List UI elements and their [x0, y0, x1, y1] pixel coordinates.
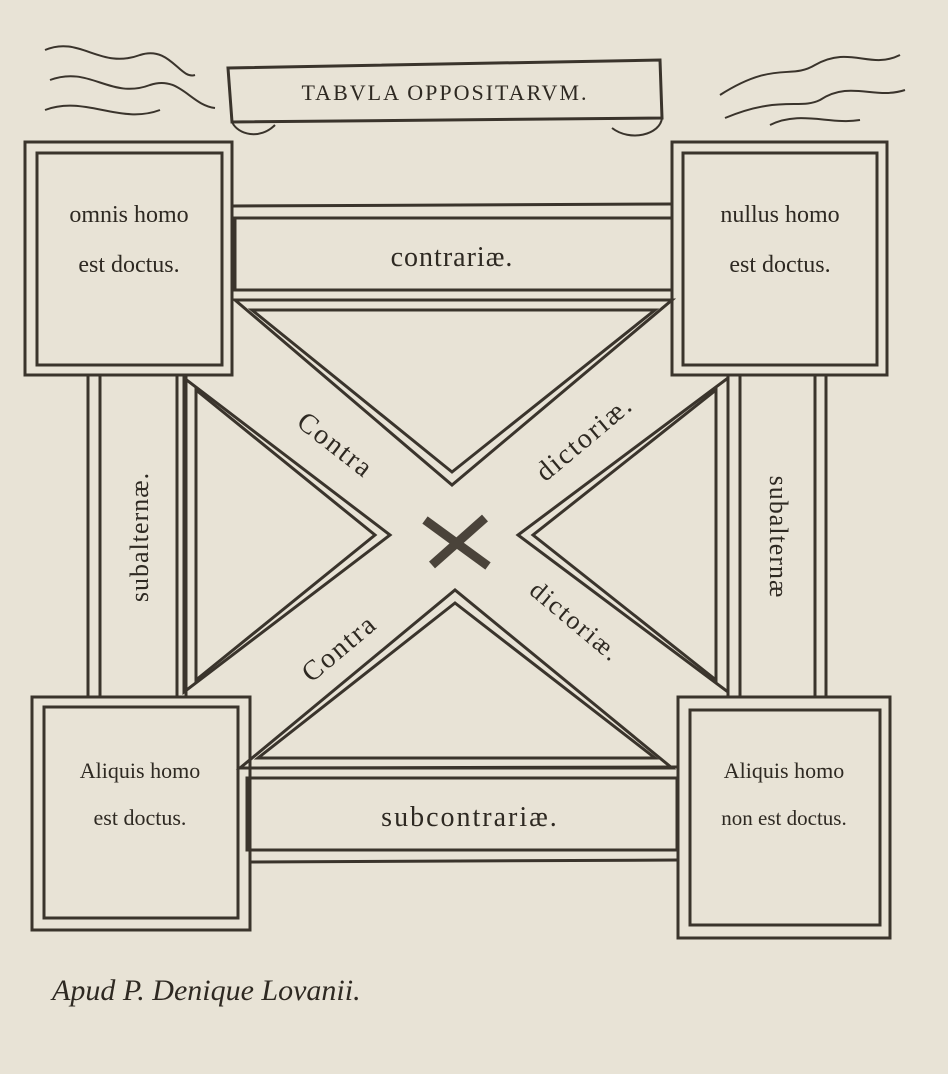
label-subcontrariae: subcontrariæ. — [381, 802, 559, 833]
subaltern-band-left: subalternæ. — [86, 373, 188, 699]
proposition-e-line2: est doctus. — [729, 252, 830, 278]
label-dictoriae-lower: dictoriæ. — [524, 575, 627, 668]
imprint-footer: Apud P. Denique Lovanii. — [50, 974, 361, 1007]
label-subalternae-right: subalternæ — [764, 476, 793, 599]
corner-box-top-left: omnis homo est doctus. — [23, 140, 234, 377]
corner-box-bottom-right: Aliquis homo non est doctus. — [676, 695, 892, 940]
center-cross-icon — [422, 514, 491, 570]
proposition-o-line1: Aliquis homo — [724, 758, 844, 783]
proposition-o-line2: non est doctus. — [721, 806, 846, 830]
label-contrariae: contrariæ. — [391, 242, 514, 273]
contrary-band: contrariæ. — [231, 202, 674, 292]
corner-box-top-right: nullus homo est doctus. — [670, 140, 889, 377]
subaltern-band-right: subalternæ — [726, 373, 828, 699]
label-subalternae-left: subalternæ. — [125, 472, 154, 602]
proposition-a-line1: omnis homo — [69, 202, 188, 228]
proposition-a-line2: est doctus. — [78, 252, 179, 278]
label-contra-upper: Contra — [291, 406, 380, 485]
proposition-e-line1: nullus homo — [720, 202, 839, 228]
title-banner: TABVLA OPPOSITARVM. — [44, 45, 906, 137]
proposition-i-line2: est doctus. — [94, 805, 187, 830]
corner-box-bottom-left: Aliquis homo est doctus. — [30, 695, 252, 932]
subcontrary-band: subcontrariæ. — [245, 765, 679, 864]
label-contra-lower: Contra — [296, 608, 384, 688]
proposition-i-line1: Aliquis homo — [80, 758, 200, 783]
diagram-title: TABVLA OPPOSITARVM. — [302, 80, 589, 105]
contradictory-cross: Contra dictoriæ. Contra dictoriæ. — [182, 298, 730, 770]
